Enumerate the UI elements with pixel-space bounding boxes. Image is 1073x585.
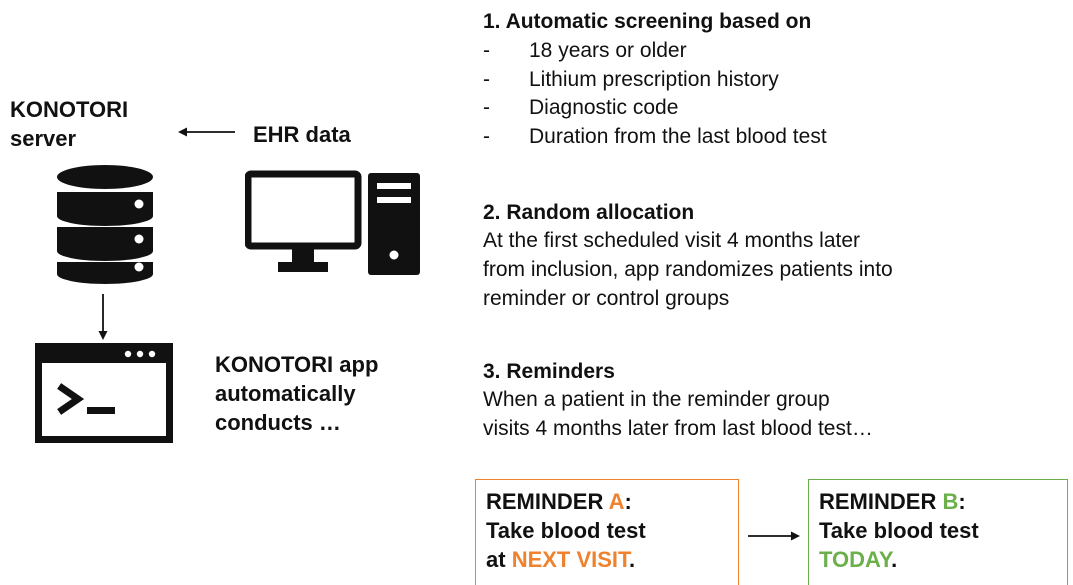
screening-criteria-list: -18 years or older -Lithium prescription… [483, 37, 827, 151]
reminder-b-timing: TODAY. [819, 547, 898, 572]
reminder-a-to-b-arrow [748, 531, 800, 541]
step-screening-title: 1. Automatic screening based on [483, 10, 812, 33]
step-reminders-title: 3. Reminders [483, 360, 615, 383]
reminder-a-instruction: Take blood test [486, 518, 646, 543]
server-label: KONOTORI server [10, 95, 128, 153]
criteria-item: -Lithium prescription history [483, 67, 779, 91]
criteria-item: -Duration from the last blood test [483, 124, 827, 148]
step-allocation-text-line: reminder or control groups [483, 287, 730, 310]
database-icon [57, 165, 153, 284]
app-description-line1: KONOTORI app [215, 352, 379, 377]
step-allocation-text-line: At the first scheduled visit 4 months la… [483, 229, 861, 252]
step-reminders-text-line: When a patient in the reminder group [483, 388, 830, 411]
app-description-line3: conducts … [215, 410, 341, 435]
reminder-b-box: REMINDER B: Take blood test TODAY. [808, 479, 1068, 585]
step-allocation: 2. Random allocation At the first schedu… [483, 199, 893, 313]
server-label-line2: server [10, 126, 77, 151]
desktop-computer-icon [245, 170, 420, 275]
ehr-to-server-arrow [178, 127, 235, 137]
step-allocation-text-line: from inclusion, app randomizes patients … [483, 258, 893, 281]
step-reminders: 3. Reminders When a patient in the remin… [483, 358, 873, 443]
reminder-a-box: REMINDER A: Take blood test at NEXT VISI… [475, 479, 739, 585]
criteria-item: -18 years or older [483, 39, 687, 62]
reminder-a-title: REMINDER A: [486, 489, 632, 514]
step-reminders-text-line: visits 4 months later from last blood te… [483, 417, 873, 440]
app-description: KONOTORI app automatically conducts … [215, 350, 378, 437]
criteria-item: -Diagnostic code [483, 96, 679, 119]
reminder-b-title: REMINDER B: [819, 489, 966, 514]
step-screening: 1. Automatic screening based on -18 year… [483, 8, 827, 151]
server-label-line1: KONOTORI [10, 97, 129, 122]
ehr-data-label: EHR data [253, 122, 351, 147]
step-allocation-title: 2. Random allocation [483, 201, 695, 224]
reminder-b-instruction: Take blood test [819, 518, 979, 543]
reminder-a-timing: at NEXT VISIT. [486, 547, 636, 572]
terminal-window-icon [35, 343, 173, 443]
server-to-app-arrow [98, 294, 108, 340]
app-description-line2: automatically [215, 381, 356, 406]
